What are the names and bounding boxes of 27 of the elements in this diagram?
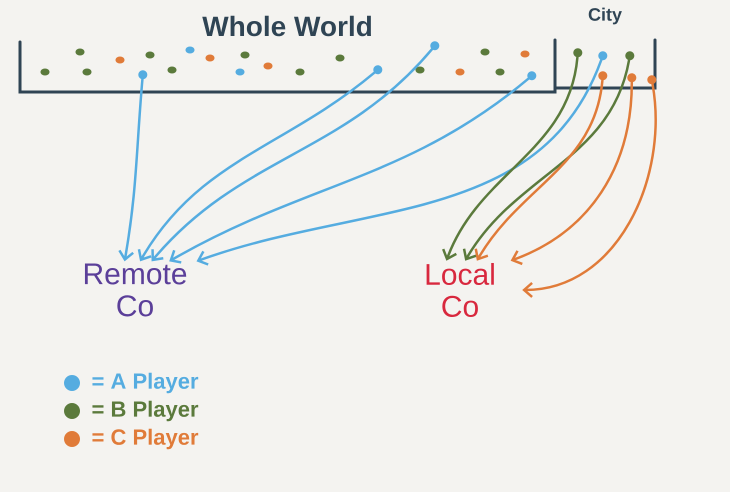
arrow [462,59,630,261]
player-dot [598,51,608,60]
arrow [138,72,376,262]
arrow [442,56,579,261]
arrow [151,48,434,262]
company-label: Remote Co [84,264,186,316]
player-dot [598,71,608,80]
player-dot [430,41,440,50]
player-dot [627,73,636,82]
legend-label: = C Player [92,428,198,450]
player-dot [373,65,382,74]
player-dot [527,71,536,80]
arrow [118,78,144,262]
arrow [522,83,657,298]
player-dot [573,48,582,58]
arrow [510,81,634,266]
arrow [169,78,530,264]
player-dot [138,70,148,80]
city-bracket: City [554,8,656,90]
arrow [474,79,604,261]
legend-label: = A Player [92,372,198,394]
band-bracket: Whole World [18,16,556,94]
player-dot [625,51,634,60]
arrow [196,58,602,266]
legend-label: = B Player [92,400,198,422]
company-label: Local Co [426,262,494,318]
player-dot [647,75,656,84]
